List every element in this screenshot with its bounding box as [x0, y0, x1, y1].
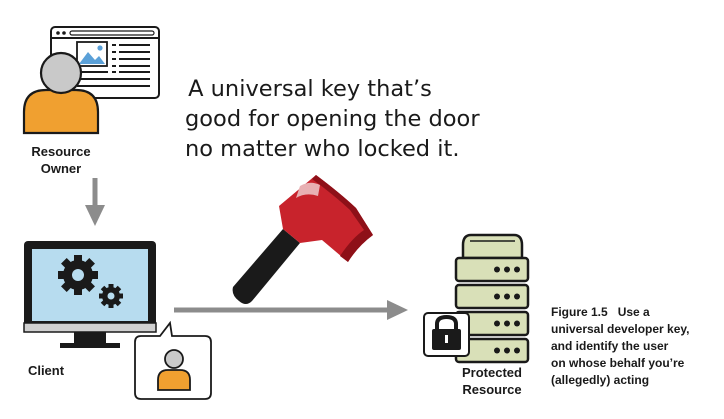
protected-resource-label: Protected Resource: [462, 365, 522, 397]
quote-text: A universal key that’s good for opening …: [185, 76, 480, 162]
figure-caption: Figure 1.5 Use a universal developer key…: [551, 305, 690, 387]
figure-number: Figure 1.5: [551, 305, 608, 319]
resource-owner-label: Resource Owner: [31, 144, 91, 176]
client-label: Client: [27, 363, 65, 378]
